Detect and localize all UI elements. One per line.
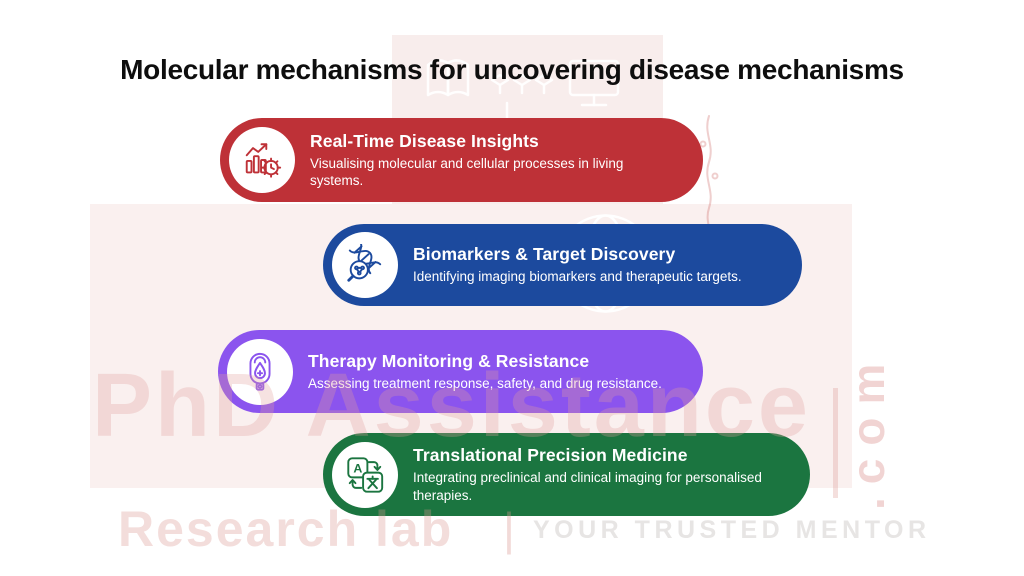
card-description: Visualising molecular and cellular proce… <box>310 155 624 188</box>
bar-chart-gear-icon <box>245 143 282 178</box>
watermark-brand-text: PhD Assistance <box>92 356 811 456</box>
card-description: Assessing treatment response, safety, an… <box>308 375 662 391</box>
watermark-divider-bar <box>833 388 838 498</box>
watermark-tagline-right: YOUR TRUSTED MENTOR <box>533 516 931 544</box>
watermark-vine-icon <box>699 115 719 237</box>
card-title: Biomarkers & Target Discovery <box>413 244 676 265</box>
card-icon-circle: A <box>332 441 398 508</box>
translation-letter-glyph: A <box>353 461 362 475</box>
page-title: Molecular mechanisms for uncovering dise… <box>120 54 904 85</box>
card-translational-precision-medicine: A Translational Precision Medicine Integ… <box>323 433 810 516</box>
card-text-block: Therapy Monitoring & Resistance Assessin… <box>308 351 676 392</box>
card-icon-circle <box>227 338 293 405</box>
card-icon-circle <box>332 232 398 298</box>
card-text-block: Real-Time Disease Insights Visualising m… <box>310 131 678 190</box>
translation-icon: A <box>347 456 384 493</box>
card-icon-circle <box>229 127 295 193</box>
card-description: Identifying imaging biomarkers and thera… <box>413 269 742 285</box>
watermark-emblem-art-icon <box>426 59 620 133</box>
card-title: Therapy Monitoring & Resistance <box>308 350 590 371</box>
watermark-tagline-divider: | <box>503 503 515 555</box>
dna-magnifier-icon <box>347 244 382 282</box>
card-description: Integrating preclinical and clinical ima… <box>413 470 762 503</box>
watermark-domain-text: .com <box>842 350 894 510</box>
watermark-tagline-left: Research lab <box>118 501 454 557</box>
card-text-block: Biomarkers & Target Discovery Identifyin… <box>413 244 825 285</box>
card-text-block: Translational Precision Medicine Integra… <box>413 445 765 504</box>
card-title: Translational Precision Medicine <box>413 445 688 466</box>
card-therapy-monitoring-resistance: Therapy Monitoring & Resistance Assessin… <box>218 330 703 413</box>
card-biomarkers-target-discovery: Biomarkers & Target Discovery Identifyin… <box>323 224 802 306</box>
card-title: Real-Time Disease Insights <box>310 130 539 151</box>
card-real-time-disease-insights: Real-Time Disease Insights Visualising m… <box>220 118 703 202</box>
infusion-monitor-icon <box>249 352 271 391</box>
